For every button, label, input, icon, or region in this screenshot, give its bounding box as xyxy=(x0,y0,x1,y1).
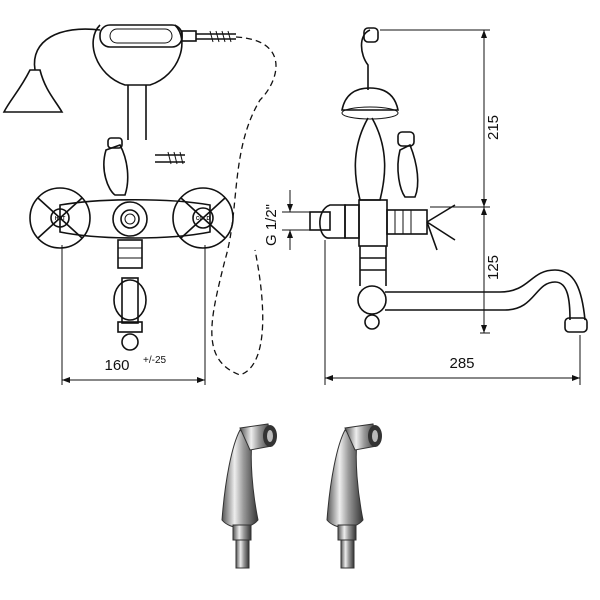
reach-dimension: 285 xyxy=(324,240,581,385)
mixer-body xyxy=(59,198,211,239)
hot-label: HOT xyxy=(55,216,66,222)
spout-side xyxy=(357,269,588,333)
shower-head-side xyxy=(341,27,399,201)
width-dimension: 160 +/-25 xyxy=(61,245,206,385)
cold-label: COLD xyxy=(196,216,211,222)
side-view: G 1/2" 215 125 285 xyxy=(263,27,588,385)
elbow-fitting-left xyxy=(221,423,277,569)
hand-shower-cradle xyxy=(92,24,236,140)
elbow-fitting-right xyxy=(326,423,382,569)
hot-handle: HOT xyxy=(29,187,91,249)
width-value: 160 xyxy=(104,357,129,374)
thread-label: G 1/2" xyxy=(263,204,280,246)
spout-front xyxy=(113,239,147,351)
hose xyxy=(155,36,277,376)
reach-value: 285 xyxy=(449,355,474,372)
front-view: HOT COLD 160 +/-25 xyxy=(2,24,277,385)
body-side xyxy=(309,199,456,286)
hand-shower-head xyxy=(2,28,101,113)
height-upper-value: 215 xyxy=(485,115,502,140)
height-lower-value: 125 xyxy=(485,255,502,280)
height-dimensions: 215 125 xyxy=(380,29,502,334)
thread-dimension: G 1/2" xyxy=(263,190,312,250)
diverter-lever xyxy=(103,137,129,196)
diverter-side xyxy=(397,131,419,198)
width-tolerance: +/-25 xyxy=(143,355,167,366)
cold-handle: COLD xyxy=(172,187,234,249)
